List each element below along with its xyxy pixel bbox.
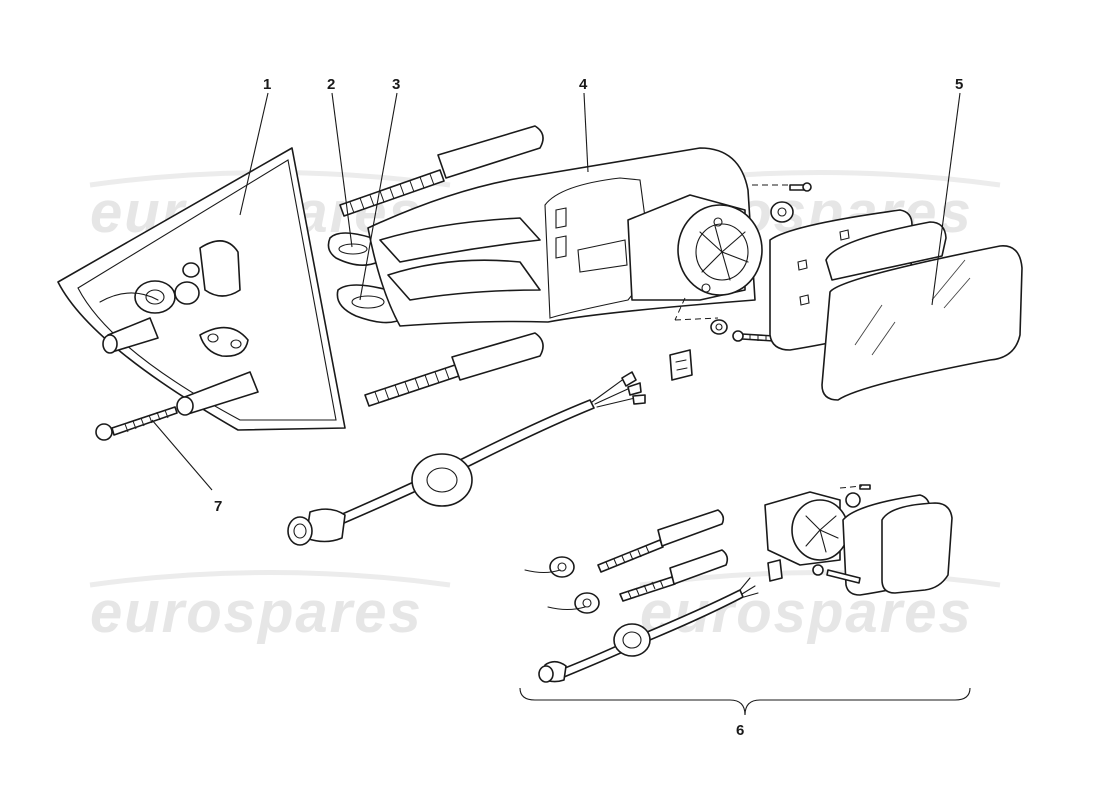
callout-1: 1 [263, 76, 271, 93]
leader-lines [151, 92, 961, 491]
motor-adjuster-assembly [627, 184, 810, 321]
callout-2: 2 [327, 76, 335, 93]
callout-6: 6 [736, 722, 744, 739]
part-5-mirror-glass [821, 245, 1023, 401]
part-7-screw [95, 406, 178, 441]
kit-6-small-parts [524, 484, 953, 683]
stud-lower [364, 332, 544, 407]
kit-6-bracket [519, 687, 971, 716]
watermark-bottom-left: eurospares [90, 580, 423, 645]
wiring-harness-main [287, 371, 646, 546]
callout-4: 4 [579, 76, 588, 93]
callout-7: 7 [214, 498, 222, 515]
callout-5: 5 [955, 76, 963, 93]
callout-3: 3 [392, 76, 400, 93]
stud-upper [339, 125, 544, 217]
part-1-mirror-base [57, 147, 346, 431]
connector-plug [669, 349, 693, 381]
